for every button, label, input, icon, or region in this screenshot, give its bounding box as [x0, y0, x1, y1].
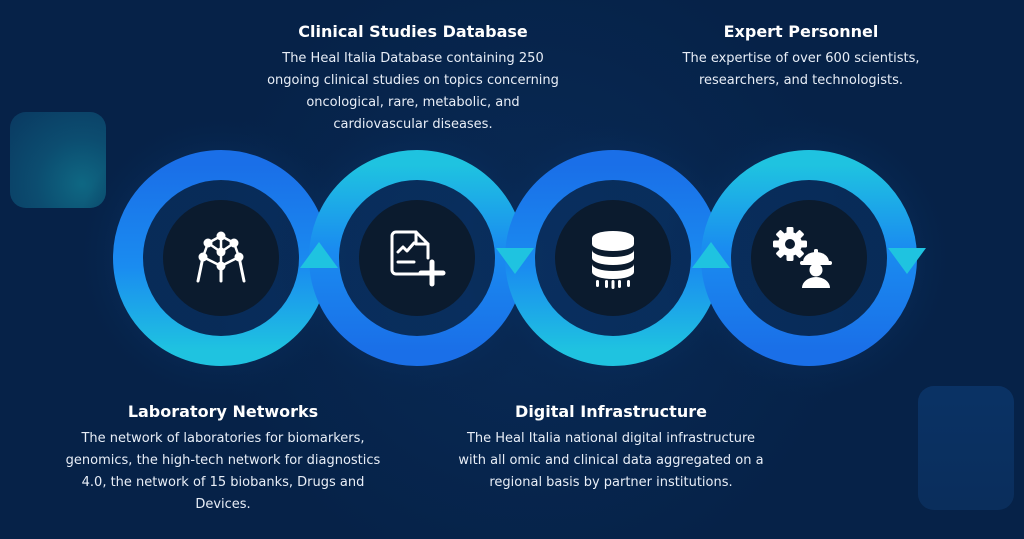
stage-description: The Heal Italia Database containing 250 … [267, 51, 559, 132]
gear-worker-icon [773, 227, 832, 288]
database-icon [592, 231, 634, 289]
stage-title: Expert Personnel [723, 22, 879, 41]
arrow-down-icon [888, 248, 926, 274]
stage-clinical-studies: Clinical Studies Database The Heal Itali… [262, 22, 564, 136]
laboratory-network-icon [196, 231, 246, 283]
stage-title: Digital Infrastructure [515, 402, 707, 421]
stage-expert-personnel: Expert Personnel The expertise of over 6… [656, 22, 946, 92]
stage-digital-infrastructure: Digital Infrastructure The Heal Italia n… [452, 402, 770, 494]
stage-laboratory-networks: Laboratory Networks The network of labor… [58, 402, 388, 516]
stage-description: The Heal Italia national digital infrast… [458, 431, 764, 490]
decorative-square-right [918, 386, 1014, 510]
stage-title: Clinical Studies Database [298, 22, 528, 41]
arrow-up-icon [300, 242, 338, 268]
clinical-document-plus-icon [390, 230, 446, 287]
stage-title: Laboratory Networks [127, 402, 319, 421]
stage-description: The expertise of over 600 scientists, re… [682, 51, 920, 88]
arrow-down-icon [496, 248, 534, 274]
ring-center [359, 200, 475, 316]
arrow-up-icon [692, 242, 730, 268]
stage-description: The network of laboratories for biomarke… [65, 431, 381, 512]
